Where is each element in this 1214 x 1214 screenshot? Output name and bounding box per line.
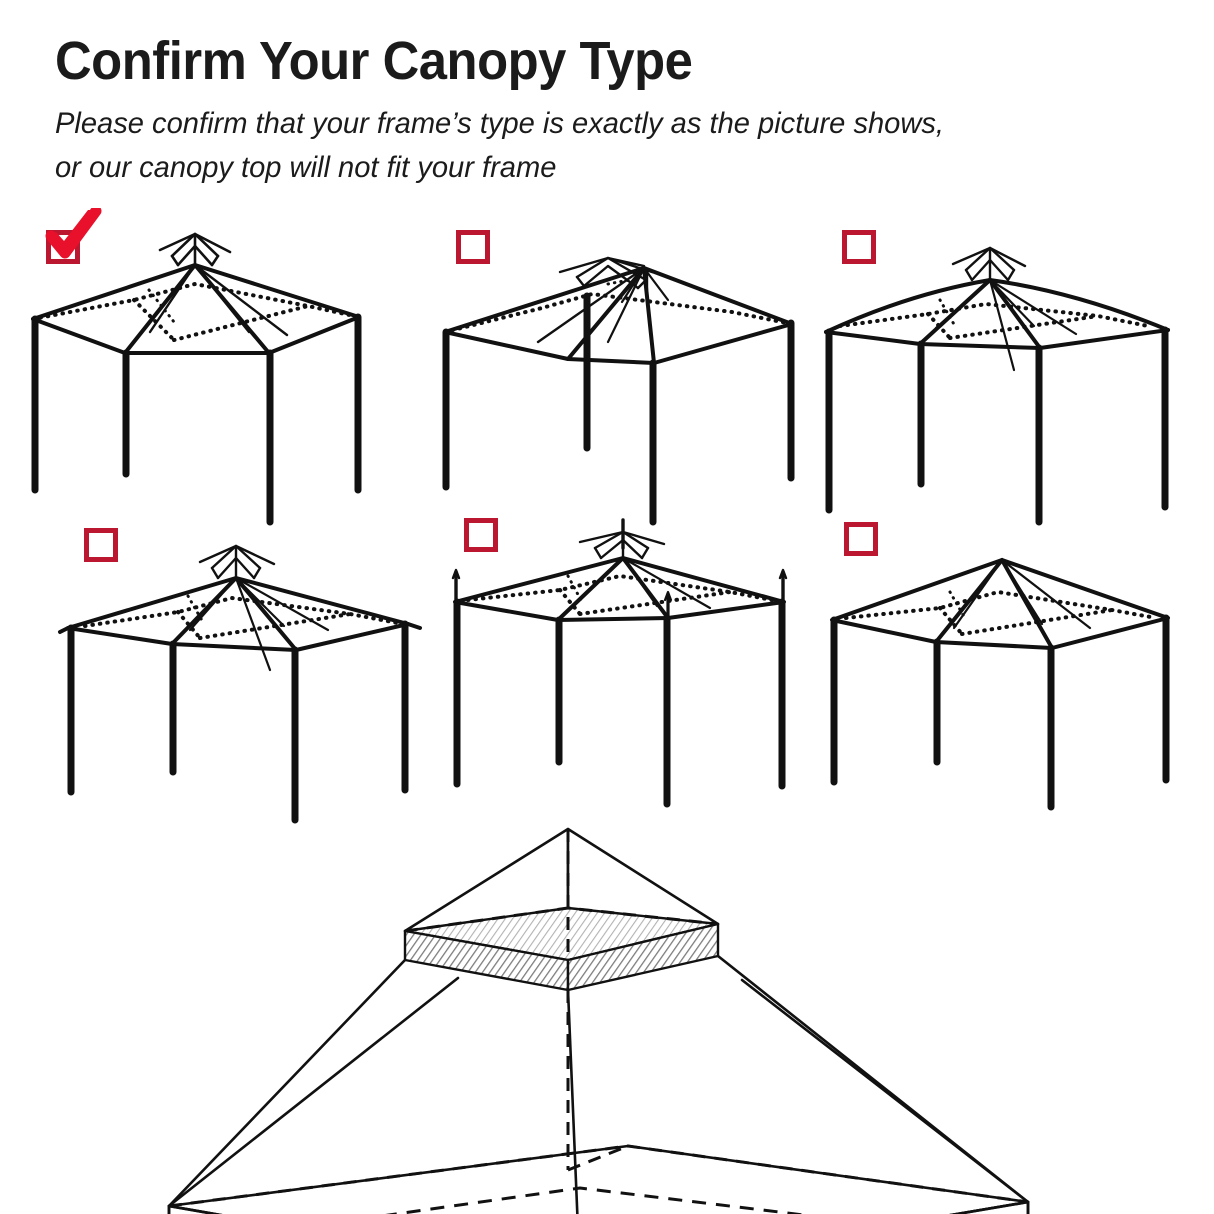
gazebo-frame-illustration-1 bbox=[22, 222, 422, 526]
canopy-option-6[interactable] bbox=[820, 522, 1214, 822]
canopy-top-product-illustration bbox=[150, 808, 1050, 1214]
canopy-option-grid bbox=[0, 205, 1214, 824]
gazebo-frame-illustration-5 bbox=[440, 514, 840, 814]
canopy-option-1[interactable] bbox=[22, 205, 422, 526]
checkbox-option-5[interactable] bbox=[464, 518, 498, 552]
canopy-option-4[interactable] bbox=[58, 520, 460, 824]
gazebo-frame-illustration-2 bbox=[432, 222, 832, 526]
checkbox-option-6[interactable] bbox=[844, 522, 878, 556]
gazebo-frame-illustration-6 bbox=[820, 522, 1214, 822]
page-title: Confirm Your Canopy Type bbox=[55, 31, 693, 91]
checkbox-option-1[interactable] bbox=[46, 230, 80, 264]
subtitle-line-2: or our canopy top will not fit your fram… bbox=[55, 150, 557, 184]
canopy-option-2[interactable] bbox=[432, 222, 832, 526]
canopy-option-3[interactable] bbox=[818, 222, 1214, 526]
gazebo-frame-illustration-4 bbox=[58, 520, 460, 824]
canopy-option-5[interactable] bbox=[440, 514, 840, 814]
subtitle-line-1: Please confirm that your frame’s type is… bbox=[55, 107, 945, 140]
checkbox-option-2[interactable] bbox=[456, 230, 490, 264]
header: Confirm Your Canopy Type Please confirm … bbox=[55, 34, 1185, 189]
checkbox-option-4[interactable] bbox=[84, 528, 118, 562]
checkbox-option-3[interactable] bbox=[842, 230, 876, 264]
page-subtitle: Please confirm that your frame’s type is… bbox=[55, 102, 1151, 189]
gazebo-frame-illustration-3 bbox=[818, 222, 1214, 526]
